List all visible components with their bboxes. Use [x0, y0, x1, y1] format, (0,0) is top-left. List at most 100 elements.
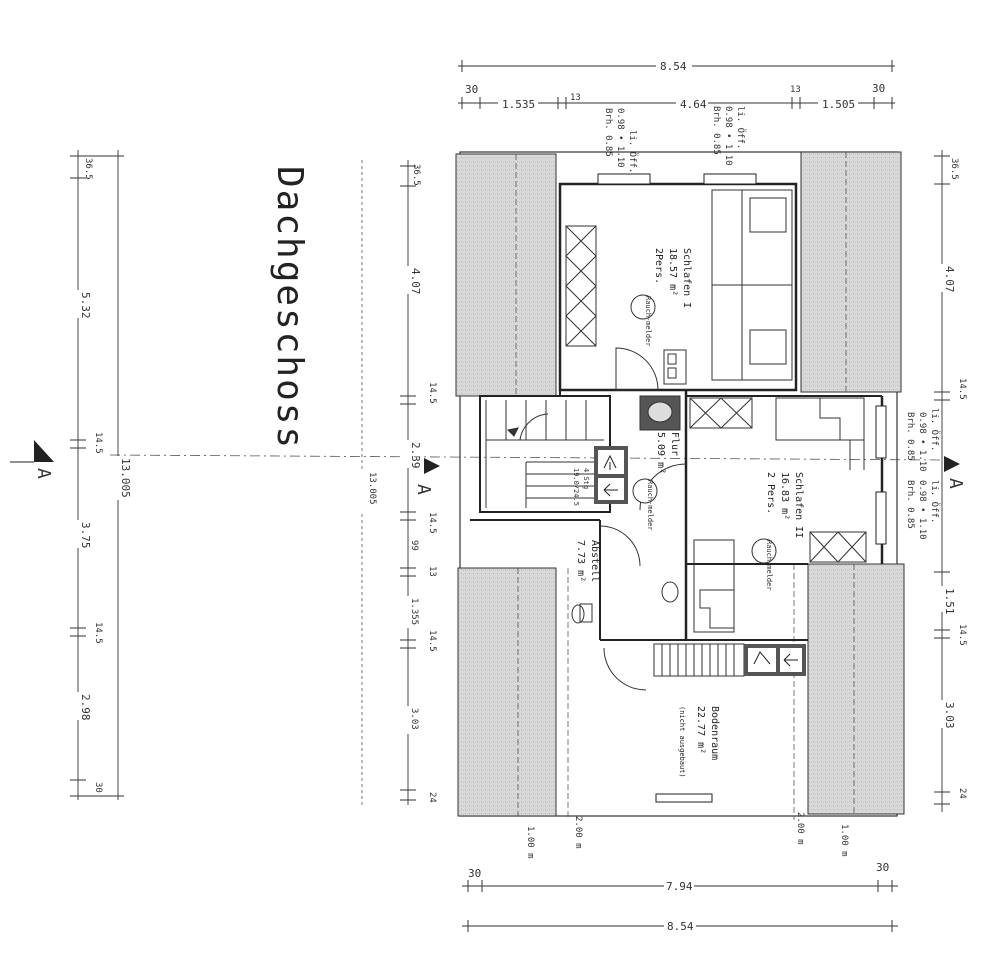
svg-text:36.5: 36.5	[83, 158, 93, 180]
svg-text:7.73 m²: 7.73 m²	[575, 540, 586, 582]
interior-walls	[470, 173, 887, 803]
dim-top-left-30: 30	[465, 83, 478, 96]
section-line	[109, 454, 946, 461]
svg-text:13.005: 13.005	[367, 472, 377, 505]
svg-text:2Pers.: 2Pers.	[653, 248, 664, 284]
section-marker-right: A	[944, 456, 966, 489]
smoke-detector-flur: Rauch-melder	[632, 478, 658, 531]
svg-text:Brh. 0.85: Brh. 0.85	[603, 108, 613, 157]
svg-text:li. Öff.: li. Öff.	[735, 106, 746, 149]
svg-text:22.77 m²: 22.77 m²	[695, 706, 706, 754]
exit-sign-flur	[594, 446, 628, 504]
plan-title: Dachgeschoss	[269, 166, 310, 450]
roof-slope-top-left	[455, 153, 557, 397]
roof-slope-top-right	[800, 151, 902, 393]
svg-text:A: A	[945, 478, 966, 489]
roof-slope-bottom-right	[807, 563, 905, 815]
wardrobe-flur	[689, 397, 753, 429]
svg-text:18.57 m²: 18.57 m²	[667, 248, 678, 296]
svg-text:99: 99	[409, 540, 419, 551]
svg-text:3.75: 3.75	[79, 522, 92, 549]
svg-text:5.09 m²: 5.09 m²	[655, 432, 666, 474]
svg-text:0.98 • 1.10: 0.98 • 1.10	[917, 412, 927, 472]
window-note-top-right: li. Öff. 0.98 • 1.10 Brh. 0.85	[711, 106, 746, 166]
svg-text:Bodenraum: Bodenraum	[709, 706, 720, 760]
right-dimensions: 36.5 4.07 14.5 1.51 14.5 3.03 24	[934, 150, 967, 812]
wardrobe-schlafen-1	[565, 225, 597, 347]
room-abstell: Abstell 7.73 m²	[575, 540, 600, 582]
dim-top-seg1-13: 13	[570, 93, 581, 103]
svg-text:4.07: 4.07	[409, 268, 422, 295]
window-note-right-lower: li. Öff. 0.98 • 1.10 Brh. 0.85	[905, 480, 940, 540]
smoke-detector-schlafen-1: Rauch-melder	[630, 294, 656, 347]
dim-top-seg2-13: 13	[790, 85, 801, 95]
svg-text:2.00 m: 2.00 m	[573, 816, 583, 849]
svg-text:(nicht ausgebaut): (nicht ausgebaut)	[678, 706, 686, 778]
top-dimensions: 8.54 30 1.535 13 4.64 13 1.505 30	[458, 60, 895, 111]
svg-text:7.94: 7.94	[666, 880, 693, 893]
svg-text:13.005: 13.005	[119, 458, 132, 498]
svg-text:4.07: 4.07	[943, 266, 956, 293]
svg-text:24: 24	[957, 788, 967, 799]
svg-text:5.32: 5.32	[79, 292, 92, 319]
svg-text:8.54: 8.54	[667, 920, 694, 933]
svg-text:Brh. 0.85: Brh. 0.85	[905, 480, 915, 529]
dim-top-seg1: 1.535	[502, 98, 535, 111]
svg-text:3.03: 3.03	[943, 702, 956, 729]
svg-text:1.00 m: 1.00 m	[839, 824, 849, 857]
dim-top-seg2: 4.64	[680, 98, 707, 111]
furniture	[485, 189, 867, 691]
svg-text:19.0/24.5: 19.0/24.5	[572, 468, 580, 506]
svg-text:3.03: 3.03	[409, 708, 419, 730]
wardrobe-schlafen-2	[809, 531, 867, 563]
building-outline	[455, 151, 905, 820]
roof-slope-bottom-left	[457, 567, 557, 817]
svg-text:2 Pers.: 2 Pers.	[765, 472, 776, 514]
left-far-dimensions: 36.5 5.32 14.5 3.75 14.5 2.98 30 13.005	[70, 150, 132, 800]
svg-text:Abstell: Abstell	[589, 540, 600, 582]
svg-text:2.39: 2.39	[409, 442, 422, 469]
svg-text:2.00 m: 2.00 m	[795, 812, 805, 845]
svg-text:Rauch-melder: Rauch-melder	[646, 480, 654, 531]
section-marker-left: A	[10, 440, 54, 479]
headroom-labels: 1.00 m 2.00 m 2.00 m 1.00 m	[525, 812, 849, 859]
svg-text:30: 30	[93, 782, 103, 793]
svg-text:1.355: 1.355	[409, 598, 419, 625]
svg-text:2.98: 2.98	[79, 694, 92, 721]
dim-top-right-30: 30	[872, 82, 885, 95]
svg-text:li. Öff.: li. Öff.	[929, 408, 940, 451]
svg-text:0.98 • 1.10: 0.98 • 1.10	[917, 480, 927, 540]
svg-text:0.98 • 1.10: 0.98 • 1.10	[723, 106, 733, 166]
svg-text:Brh. 0.85: Brh. 0.85	[905, 412, 915, 461]
dim-top-seg3: 1.505	[822, 98, 855, 111]
svg-text:30: 30	[876, 861, 889, 874]
room-flur: Flur 5.09 m²	[655, 432, 680, 474]
svg-text:li. Öff.: li. Öff.	[929, 480, 940, 523]
stair-label: 4 Stg 19.0/24.5	[572, 468, 590, 506]
svg-text:0.98 • 1.10: 0.98 • 1.10	[615, 108, 625, 168]
exit-sign-bodenraum	[744, 644, 806, 676]
svg-text:Schlafen II: Schlafen II	[793, 472, 804, 538]
section-marker-mid: A	[413, 458, 440, 495]
svg-text:30: 30	[468, 867, 481, 880]
window-note-right-upper: li. Öff. 0.98 • 1.10 Brh. 0.85	[905, 408, 940, 472]
svg-text:24: 24	[427, 792, 437, 803]
bottom-dimensions: 30 7.94 30 8.54	[462, 861, 898, 933]
svg-text:14.5: 14.5	[427, 512, 437, 534]
svg-text:4 Stg: 4 Stg	[582, 468, 590, 489]
svg-text:Brh. 0.85: Brh. 0.85	[711, 106, 721, 155]
svg-text:A: A	[413, 484, 434, 495]
svg-text:36.5: 36.5	[949, 158, 959, 180]
svg-text:Schlafen I: Schlafen I	[681, 248, 692, 308]
left-inner-dimensions: 36.5 4.07 14.5 2.39 14.5 99 13 1.355 14.…	[360, 160, 437, 805]
window-note-top-left: li. Öff. 0.98 • 1.10 Brh. 0.85	[603, 108, 638, 173]
svg-text:Rauch-melder: Rauch-melder	[765, 540, 773, 591]
svg-text:A: A	[33, 468, 54, 479]
room-schlafen-2: Schlafen II 16.83 m² 2 Pers.	[765, 472, 804, 538]
svg-text:Flur: Flur	[669, 432, 680, 456]
room-bodenraum: Bodenraum 22.77 m² (nicht ausgebaut)	[678, 706, 720, 778]
svg-text:Rauch-melder: Rauch-melder	[644, 296, 652, 347]
svg-text:14.5: 14.5	[93, 432, 103, 454]
svg-text:16.83 m²: 16.83 m²	[779, 472, 790, 520]
